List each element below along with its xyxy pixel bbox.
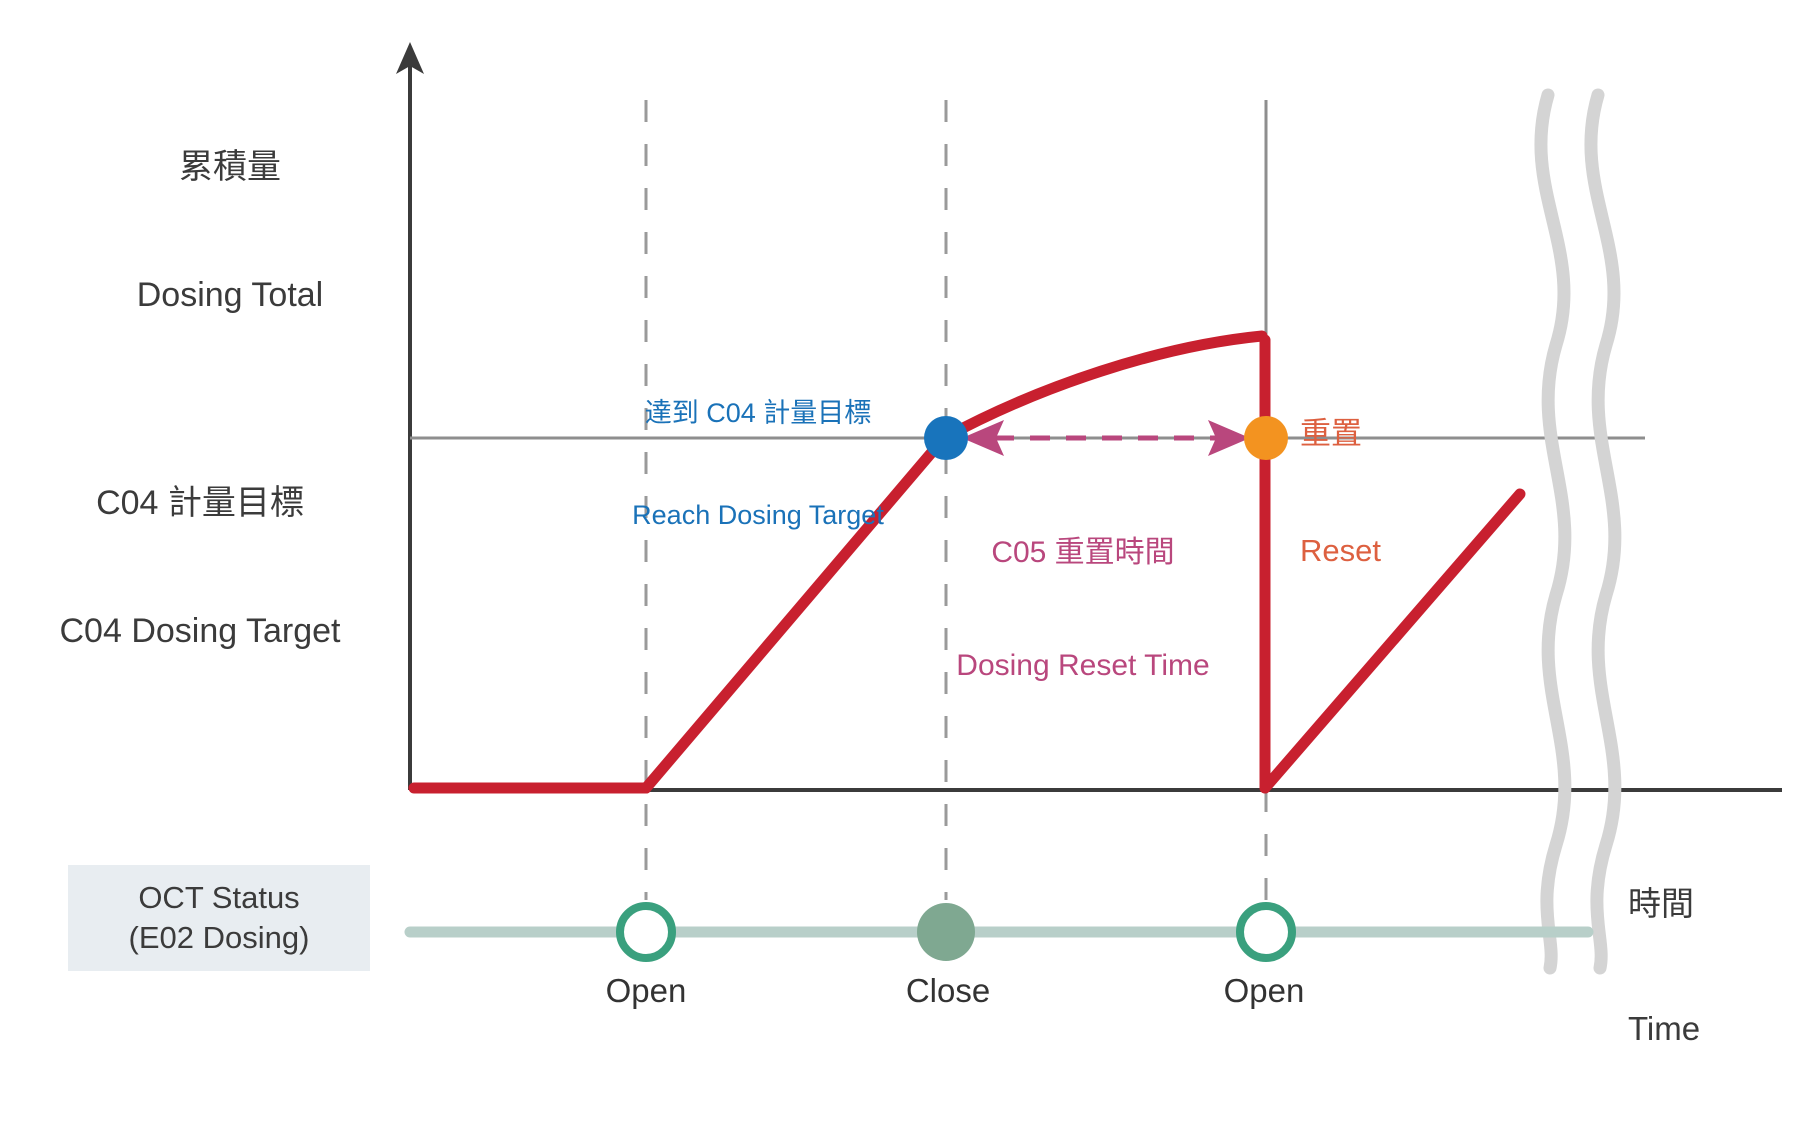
y-axis-title-zh: 累積量	[179, 147, 281, 186]
reset-time-annotation-zh: C05 重置時間	[991, 535, 1175, 569]
curve-segment-overshoot	[938, 330, 1268, 444]
status-marker-open-2[interactable]	[1236, 902, 1296, 962]
status-tick-label-open-1: Open	[605, 972, 687, 1009]
curve-segment-accumulating	[640, 432, 950, 794]
y-axis	[396, 42, 424, 790]
y-axis-arrow-icon	[396, 42, 424, 74]
arrow-head-left-icon	[962, 420, 1004, 456]
diagram-canvas: 累積量 Dosing Total C04 計量目標 C04 Dosing Tar…	[20, 42, 1782, 1047]
dosing-total-chart	[396, 42, 1782, 975]
reset-time-annotation-en: Dosing Reset Time	[956, 648, 1210, 682]
status-tick-label-open-2: Open	[1223, 972, 1305, 1009]
reach-target-annotation-en: Reach Dosing Target	[632, 500, 884, 531]
x-axis-title-zh: 時間	[1628, 885, 1694, 923]
reset-marker[interactable]	[1244, 416, 1288, 460]
status-tick-label-close: Close	[905, 972, 991, 1009]
y-axis-title-en: Dosing Total	[136, 276, 324, 315]
target-line-label: C04 計量目標 C04 Dosing Target	[20, 396, 380, 739]
arrow-head-right-icon	[1208, 420, 1250, 456]
status-marker-open-1[interactable]	[616, 902, 676, 962]
status-marker-close[interactable]	[917, 903, 975, 961]
reset-annotation: 重置 Reset	[1300, 336, 1381, 648]
reset-annotation-en: Reset	[1300, 533, 1381, 569]
target-line-label-zh: C04 計量目標	[96, 483, 304, 522]
y-axis-title: 累積量 Dosing Total	[80, 60, 380, 403]
reset-annotation-zh: 重置	[1300, 416, 1362, 452]
oct-status-label-line2: (E02 Dosing)	[128, 920, 310, 955]
target-line-label-en: C04 Dosing Target	[59, 612, 341, 651]
axis-break-line-2	[1584, 88, 1622, 975]
reach-target-annotation-zh: 達到 C04 計量目標	[644, 398, 872, 429]
x-axis-title: 時間 Time	[1628, 800, 1700, 1133]
reset-time-span-arrow	[962, 420, 1250, 456]
curve-segment-restart	[1259, 488, 1526, 794]
x-axis-title-en: Time	[1628, 1009, 1701, 1047]
reset-time-annotation: C05 重置時間 Dosing Reset Time	[928, 458, 1238, 760]
axis-break-line-1	[1534, 88, 1572, 975]
reach-target-marker[interactable]	[924, 416, 968, 460]
reach-target-annotation: 達到 C04 計量目標 Reach Dosing Target	[608, 328, 908, 600]
oct-status-label-box: OCT Status (E02 Dosing)	[68, 865, 370, 971]
oct-status-label-line1: OCT Status	[138, 879, 300, 915]
